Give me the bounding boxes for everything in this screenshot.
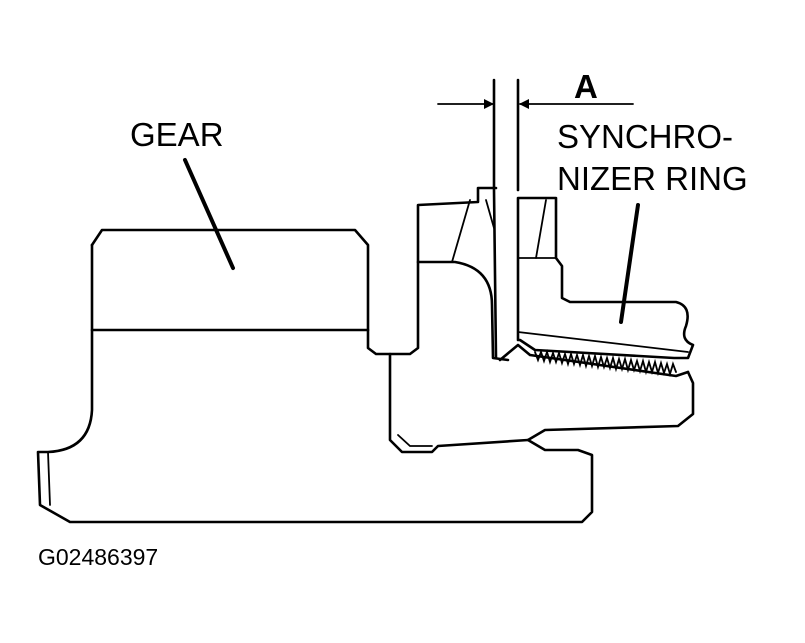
gear-cone-inner-line <box>485 199 495 229</box>
ring-cone-line <box>517 331 689 353</box>
ring-teeth-line <box>535 199 547 259</box>
ring-serrations <box>534 349 677 378</box>
gear-left-chamfer <box>47 451 51 506</box>
gear-leader-line <box>183 158 235 270</box>
gear-left-profile <box>36 243 695 524</box>
synchronizer-label-line1: SYNCHRO- <box>557 118 733 155</box>
gear-cone-outline <box>416 260 510 362</box>
sleeve-upper-edge <box>498 343 690 378</box>
hub-section <box>388 352 530 454</box>
hub-inner-groove <box>397 434 433 447</box>
gear-upper-block <box>90 186 498 356</box>
ring-outline <box>516 196 695 360</box>
hub-inner-profile <box>388 352 530 454</box>
gear-cone <box>416 78 510 362</box>
callouts: GEAR SYNCHRO- NIZER RING <box>130 116 748 324</box>
gear-label: GEAR <box>130 116 224 153</box>
dimension-a-label: A <box>574 68 598 105</box>
gear-cone-teeth-line <box>451 199 471 263</box>
synchronizer-ring <box>498 78 695 378</box>
figure-id: G02486397 <box>38 544 158 570</box>
gap-left-wall <box>492 78 498 360</box>
dimension-a: A <box>437 68 634 109</box>
gear-body <box>36 186 695 524</box>
synchronizer-leader-line <box>619 203 640 324</box>
synchronizer-label-line2: NIZER RING <box>557 160 748 197</box>
